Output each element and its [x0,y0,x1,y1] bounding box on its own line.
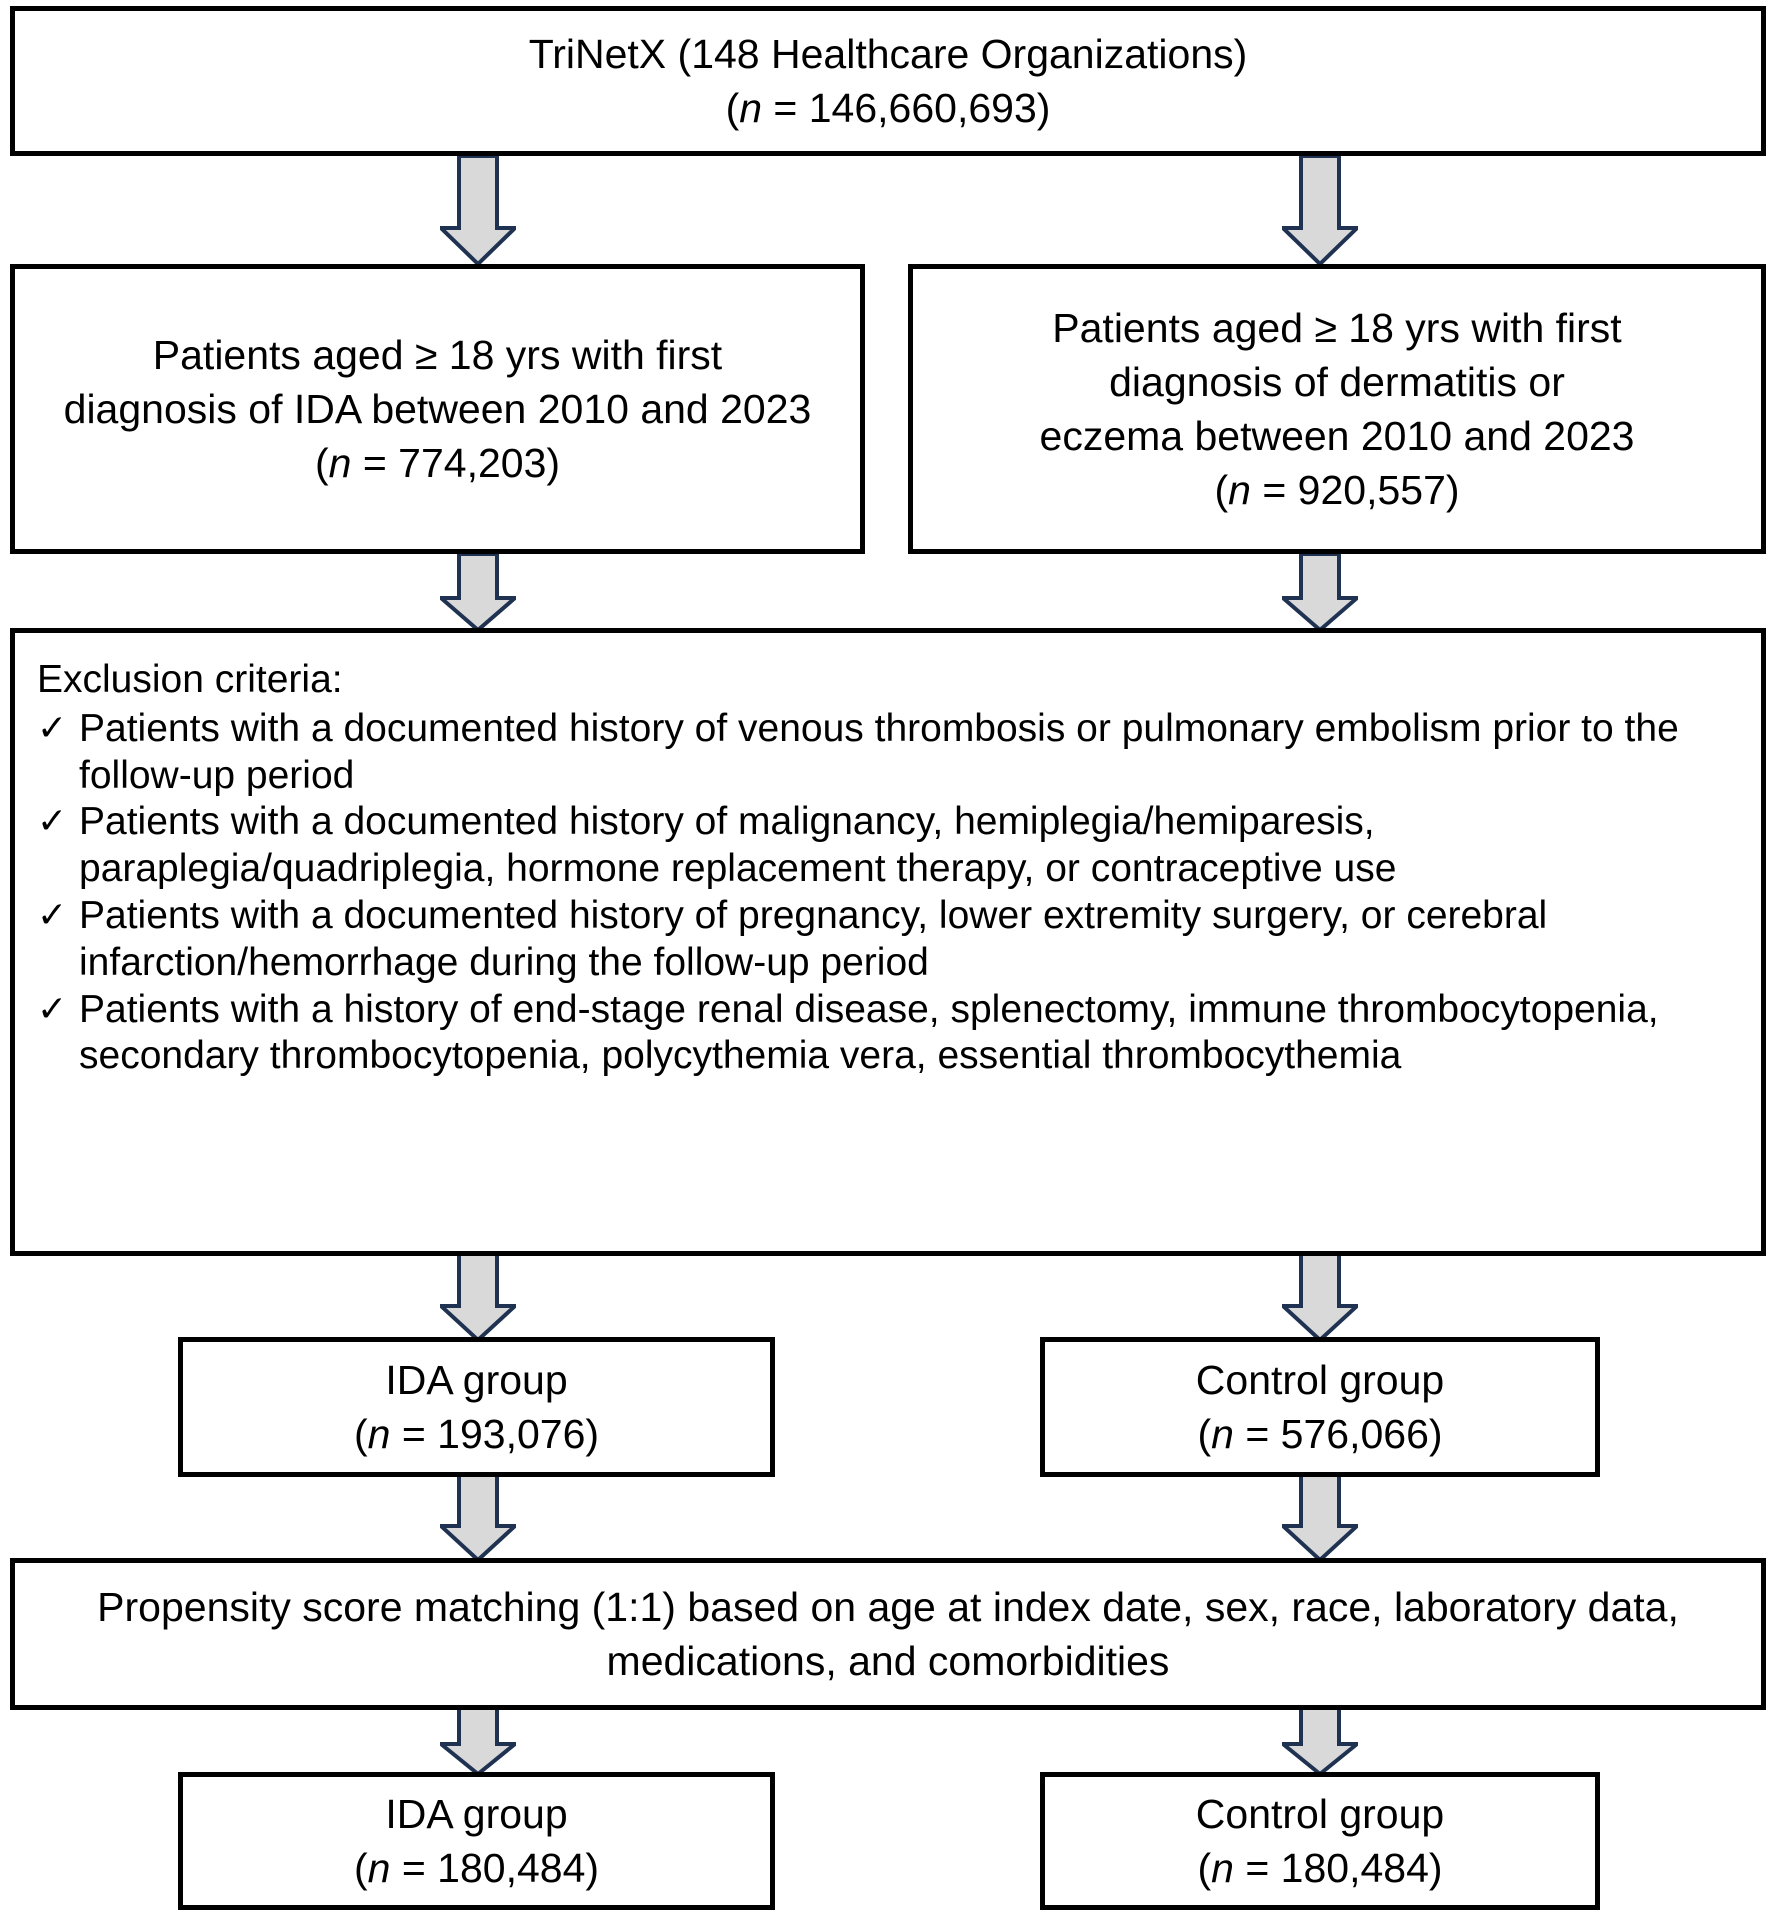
arrow-exclusion-to-control-group [1282,1254,1358,1342]
ida-cohort-line-1: Patients aged ≥ 18 yrs with first [152,331,723,378]
exclusion-title: Exclusion criteria: [37,658,343,701]
arrow-control-group-to-psm [1282,1474,1358,1562]
n-value: = 774,203) [351,440,561,487]
n-value: = 920,557) [1250,467,1460,514]
arrow-control-cohort-to-exclusion [1282,554,1358,632]
ida-group-count: (n = 193,076) [354,1407,599,1461]
box-propensity-score-matching: Propensity score matching (1:1) based on… [10,1558,1766,1710]
exclusion-item: ✓ Patients with a documented history of … [37,799,1743,893]
exclusion-item: ✓ Patients with a documented history of … [37,893,1743,987]
control-cohort-line-1: Patients aged ≥ 18 yrs with first [1052,304,1622,351]
arrow-source-to-ida-cohort [440,156,516,266]
exclusion-item-text: Patients with a documented history of pr… [79,893,1548,984]
box-control-group-prematch: Control group (n = 576,066) [1040,1337,1600,1477]
paren-open: ( [1214,467,1229,514]
box-control-group-matched: Control group (n = 180,484) [1040,1772,1600,1910]
arrow-source-to-control-cohort [1282,156,1358,266]
control-group-matched-label: Control group [1195,1790,1445,1837]
ida-group-matched-count: (n = 180,484) [354,1841,599,1895]
n-symbol: n [367,1411,391,1457]
n-symbol: n [1228,467,1251,514]
n-value: = 180,484) [390,1845,600,1891]
n-symbol: n [328,440,352,487]
check-icon: ✓ [37,987,68,1029]
exclusion-item-text: Patients with a documented history of ma… [79,800,1397,891]
psm-line-2: medications, and comorbidities [606,1638,1170,1684]
n-value: = 193,076) [390,1411,600,1457]
arrow-psm-to-ida-group-matched [440,1708,516,1776]
n-symbol: n [1211,1411,1234,1457]
control-cohort-line-3: eczema between 2010 and 2023 [1039,413,1635,459]
paren-open: ( [314,440,329,487]
control-cohort-line-2: diagnosis of dermatitis or [1109,358,1565,405]
arrow-exclusion-to-ida-group [440,1254,516,1342]
paren-open: ( [725,85,740,131]
control-cohort-count: (n = 920,557) [1214,463,1459,517]
box-ida-group-matched: IDA group (n = 180,484) [178,1772,775,1910]
box-data-source: TriNetX (148 Healthcare Organizations) (… [10,6,1766,156]
ida-cohort-line-2: diagnosis of IDA between 2010 and 2023 [63,385,812,432]
n-symbol: n [739,85,763,131]
arrow-psm-to-control-group-matched [1282,1708,1358,1776]
exclusion-item: ✓ Patients with a history of end-stage r… [37,987,1743,1081]
paren-open: ( [353,1845,368,1891]
n-symbol: n [367,1845,391,1891]
control-group-count: (n = 576,066) [1197,1407,1442,1461]
box-control-cohort: Patients aged ≥ 18 yrs with first diagno… [908,264,1766,554]
exclusion-list: ✓ Patients with a documented history of … [37,706,1743,1080]
control-group-matched-count: (n = 180,484) [1197,1841,1442,1895]
box-ida-group-prematch: IDA group (n = 193,076) [178,1337,775,1477]
arrow-ida-group-to-psm [440,1474,516,1562]
n-value: = 146,660,693) [762,85,1051,131]
check-icon: ✓ [37,800,68,842]
paren-open: ( [1197,1411,1212,1457]
exclusion-content: Exclusion criteria: ✓ Patients with a do… [37,657,1743,1080]
source-count: (n = 146,660,693) [726,81,1051,135]
arrow-ida-cohort-to-exclusion [440,554,516,632]
source-title: TriNetX (148 Healthcare Organizations) [528,30,1248,77]
paren-open: ( [353,1411,368,1457]
n-value: = 180,484) [1233,1845,1443,1891]
check-icon: ✓ [37,706,68,748]
paren-open: ( [1197,1845,1212,1891]
n-value: = 576,066) [1233,1411,1443,1457]
exclusion-item-text: Patients with a history of end-stage ren… [79,987,1659,1078]
box-ida-cohort: Patients aged ≥ 18 yrs with first diagno… [10,264,865,554]
n-symbol: n [1211,1845,1234,1891]
control-group-label: Control group [1195,1356,1445,1403]
exclusion-item-text: Patients with a documented history of ve… [79,706,1679,797]
exclusion-item: ✓ Patients with a documented history of … [37,706,1743,800]
box-exclusion-criteria: Exclusion criteria: ✓ Patients with a do… [10,628,1766,1256]
ida-group-label: IDA group [385,1356,568,1403]
psm-line-1: Propensity score matching (1:1) based on… [97,1583,1679,1630]
check-icon: ✓ [37,893,68,935]
ida-cohort-count: (n = 774,203) [315,436,560,490]
ida-group-matched-label: IDA group [385,1790,568,1837]
